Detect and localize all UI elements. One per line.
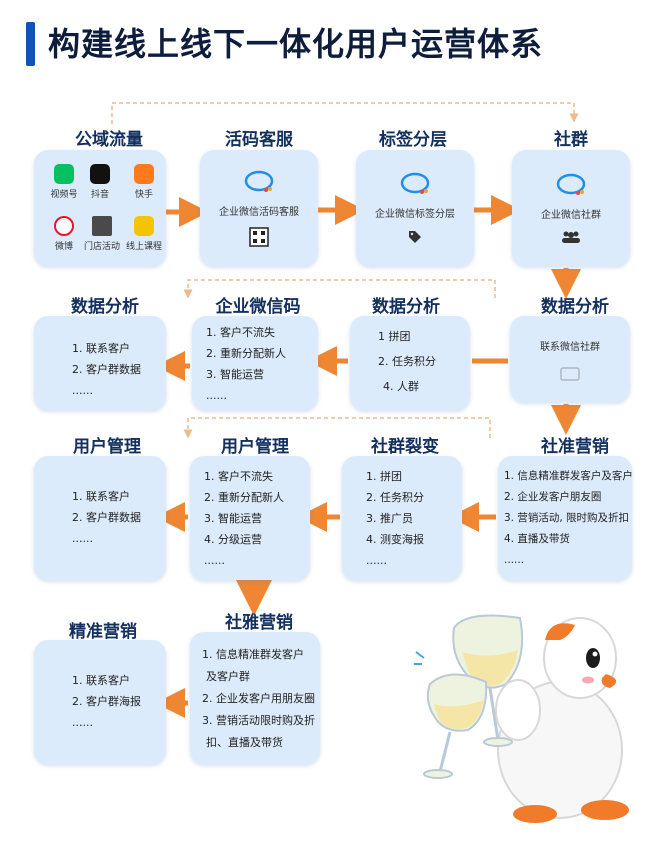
dashed-connector-top (111, 102, 579, 124)
app-weibo: 微博 (40, 216, 88, 252)
heading-data-analysis-1: 数据分析 (71, 297, 139, 317)
box-user-mgmt-1: 1. 联系客户 2. 客户群数据 ...... (34, 456, 166, 580)
box-community: 企业微信社群 (512, 150, 630, 266)
box-precision-marketing-2: 1. 联系客户 2. 客户群海报 ...... (34, 640, 166, 764)
app-store-event: 门店活动 (78, 216, 126, 252)
heading-precision-marketing-1: 社准营销 (541, 437, 609, 457)
chat-icon (244, 170, 274, 192)
box-user-mgmt-2: 1. 客户不流失 2. 重新分配新人 3. 智能运营 4. 分级运营 .....… (190, 456, 310, 580)
store-icon (92, 216, 112, 236)
box-wecom-code: 1. 客户不流失 2. 重新分配新人 3. 智能运营 ...... (192, 316, 318, 410)
mascot-foot-right (581, 800, 629, 820)
dashed-connector-row3 (183, 417, 491, 439)
qrcode-icon (249, 226, 269, 247)
wechat-icon (54, 164, 74, 184)
box-community-fission: 1. 拼团 2. 任务积分 3. 推广员 4. 测变海报 ...... (342, 456, 462, 580)
heading-wecom-code: 企业微信码 (215, 297, 301, 317)
box-tag-layer: 企业微信标签分层 (356, 150, 474, 266)
app-kuaishou: 快手 (120, 164, 168, 200)
title-accent-bar (26, 22, 35, 66)
weibo-icon (54, 216, 74, 236)
heading-live-code: 活码客服 (225, 130, 293, 150)
tag-icon (409, 230, 421, 243)
box-data-analysis-3: 联系微信社群 (510, 316, 630, 402)
heading-data-analysis-2: 数据分析 (372, 297, 440, 317)
box-data-analysis-1: 1. 联系客户 2. 客户群数据 ...... (34, 316, 166, 410)
chat-icon (556, 173, 586, 195)
dashed-connector-row2 (183, 279, 496, 299)
page-title: 构建线上线下一体化用户运营体系 (48, 25, 544, 63)
kuaishou-icon (134, 164, 154, 184)
heading-precision-marketing-2: 精准营销 (69, 622, 137, 642)
mascot-foot-left (513, 805, 557, 823)
heading-data-analysis-3: 数据分析 (541, 297, 609, 317)
box-live-code: 企业微信活码客服 (200, 150, 318, 266)
course-icon (134, 216, 154, 236)
heading-user-mgmt-2: 用户管理 (221, 437, 289, 457)
heading-tag-layer: 标签分层 (379, 130, 447, 150)
mascot-wing (495, 679, 541, 741)
box-community-marketing: 1. 信息精准群发客户 及客户群 2. 企业发客户用朋友圈 3. 营销活动限时购… (190, 632, 320, 764)
tiktok-icon (90, 164, 110, 184)
heading-community: 社群 (554, 130, 588, 150)
group-icon (562, 231, 580, 243)
app-douyin: 抖音 (76, 164, 124, 200)
mascot-beak (601, 674, 617, 688)
heading-community-marketing: 社雅营销 (225, 613, 293, 633)
chat-icon (560, 366, 580, 381)
chat-icon (400, 172, 430, 194)
app-online-course: 线上课程 (120, 216, 168, 252)
box-precision-marketing-1: 1. 信息精准群发客户及客户 2. 企业发客户朋友圈 3. 营销活动, 限时购及… (498, 456, 632, 580)
mascot-illustration (414, 614, 629, 823)
heading-public-traffic: 公域流量 (75, 130, 143, 150)
box-data-analysis-2: 1 拼团 2. 任务积分 4. 人群 (350, 316, 470, 410)
mascot-comb (545, 623, 575, 640)
app-shipinhao: 视频号 (40, 164, 88, 200)
heading-user-mgmt-1: 用户管理 (73, 437, 141, 457)
mascot-eye (586, 648, 600, 668)
box-public-traffic: 视频号 抖音 快手 微博 门店活动 线上课程 (34, 150, 166, 266)
heading-community-fission: 社群裂变 (371, 437, 439, 457)
